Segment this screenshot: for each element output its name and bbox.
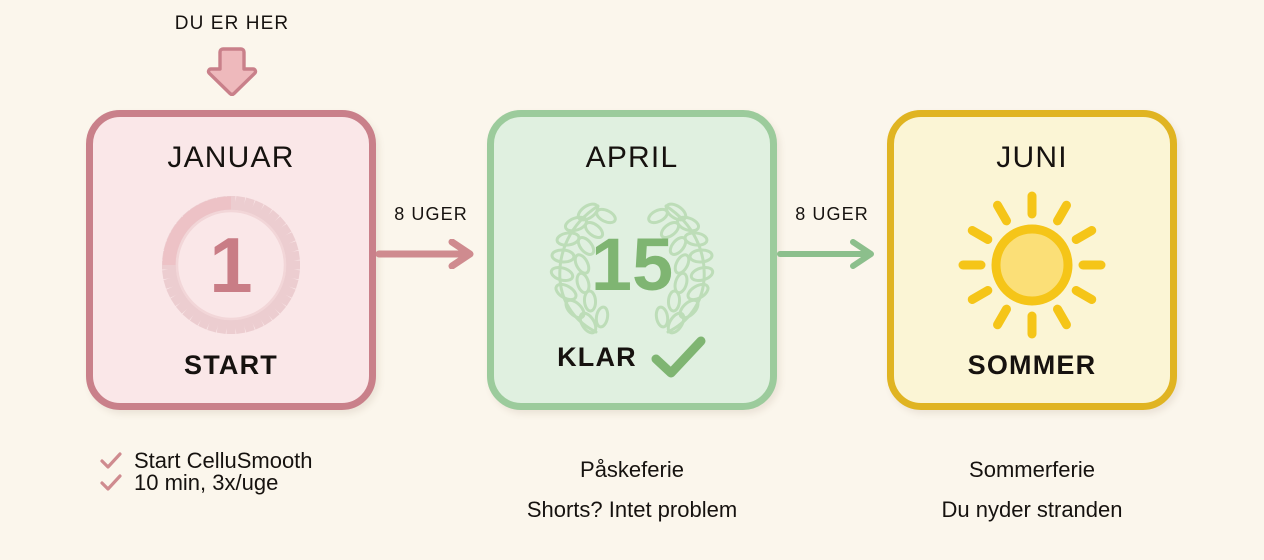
milestone-status-label: SOMMER: [967, 350, 1097, 380]
connector-label: 8 UGER: [394, 204, 468, 224]
caption-januar: Start CelluSmooth 10 min, 3x/uge: [86, 450, 376, 494]
you-are-here-label: DU ER HER: [174, 13, 290, 34]
arrow-right-icon: [777, 239, 874, 269]
milestone-month-label: JANUAR: [167, 141, 295, 174]
down-arrow-icon: [140, 45, 324, 97]
check-icon: [100, 474, 122, 491]
caption-april: Påskeferie Shorts? Intet problem: [487, 450, 777, 530]
milestone-column-april: APRIL: [487, 110, 777, 410]
list-item: Start CelluSmooth: [86, 450, 376, 472]
caption-text: Start CelluSmooth: [134, 448, 313, 473]
milestone-status: START: [93, 352, 369, 379]
connector-jan-to-apr: 8 UGER: [375, 204, 486, 274]
check-icon: [651, 336, 706, 378]
milestone-card-april[interactable]: APRIL: [487, 110, 777, 410]
milestone-status: KLAR: [494, 335, 770, 379]
check-icon: [100, 452, 122, 469]
laurel-wreath-icon: 15: [494, 189, 770, 341]
caption-juni: Sommerferie Du nyder stranden: [887, 450, 1177, 530]
milestone-column-juni: JUNI: [887, 110, 1177, 410]
milestone-month-label: JUNI: [996, 141, 1068, 174]
milestone-card-juni[interactable]: JUNI: [887, 110, 1177, 410]
connector-apr-to-jun: 8 UGER: [777, 205, 887, 274]
you-are-here-marker: DU ER HER: [140, 14, 324, 97]
caption-text: 10 min, 3x/uge: [134, 470, 279, 495]
arrow-right-icon: [375, 238, 474, 270]
list-item: 10 min, 3x/uge: [86, 472, 376, 494]
milestone-status-label: START: [184, 350, 278, 380]
milestone-column-januar: JANUAR: [86, 110, 376, 410]
milestone-number: 15: [590, 223, 674, 306]
sun-icon: [894, 189, 1170, 341]
milestone-status-label: KLAR: [557, 341, 637, 372]
calendar-dial-icon: 1: [93, 189, 369, 341]
milestone-card-januar[interactable]: JANUAR: [86, 110, 376, 410]
milestone-number: 1: [209, 221, 253, 309]
milestone-status: SOMMER: [894, 352, 1170, 379]
caption-text: Shorts? Intet problem: [526, 497, 738, 522]
caption-text: Du nyder stranden: [941, 497, 1123, 522]
milestone-month-label: APRIL: [585, 141, 679, 174]
connector-label: 8 UGER: [795, 204, 869, 224]
caption-text: Sommerferie: [969, 457, 1095, 482]
caption-text: Påskeferie: [580, 457, 684, 482]
